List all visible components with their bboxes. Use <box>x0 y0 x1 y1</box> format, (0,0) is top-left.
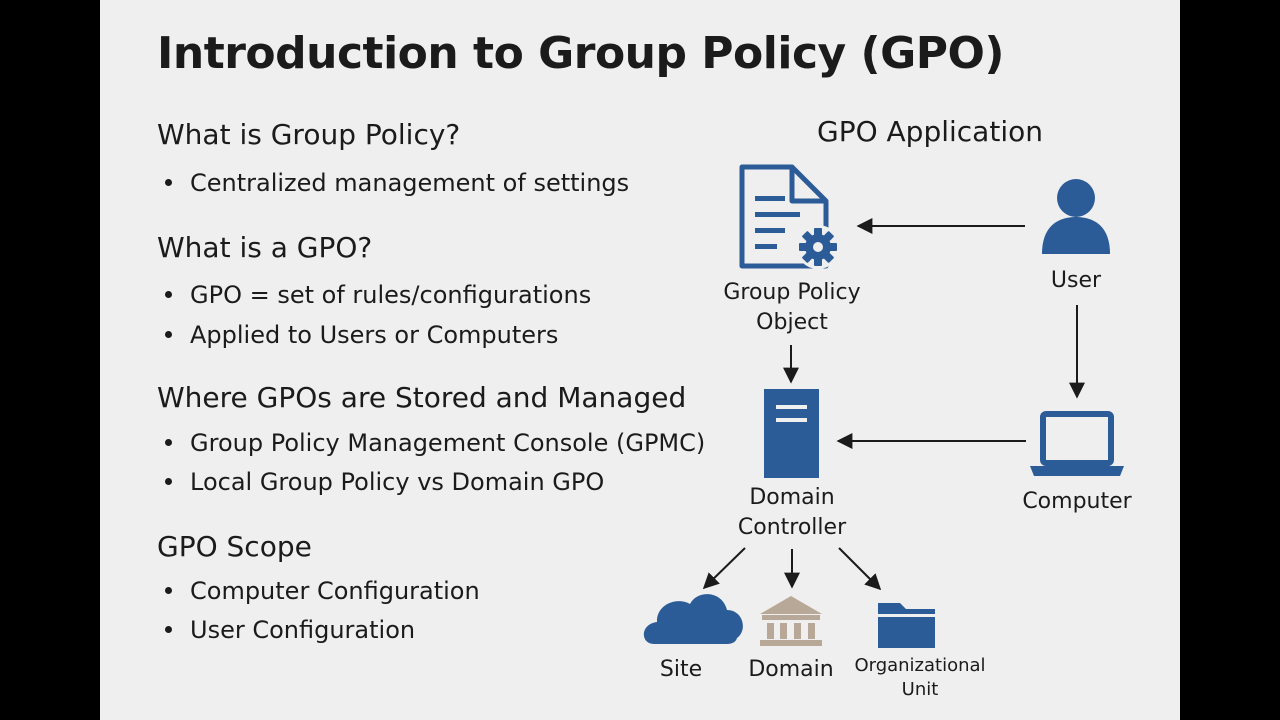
building-icon <box>760 596 822 646</box>
heading-what-is-a-gpo: What is a GPO? <box>157 231 373 264</box>
arrow-dc-to-site <box>702 547 746 590</box>
server-icon <box>764 389 819 478</box>
user-icon <box>1042 179 1110 254</box>
domain-label: Domain <box>748 657 834 682</box>
user-label: User <box>1050 268 1102 293</box>
bullet-dot <box>165 178 172 186</box>
slide: Introduction to Group Policy (GPO) What … <box>100 0 1180 720</box>
bullet-dot <box>165 625 172 633</box>
document-gear-icon <box>739 164 840 269</box>
bullet-dot <box>165 477 172 485</box>
bullet-item: Applied to Users or Computers <box>165 321 558 349</box>
gpo-label: Group Policy Object <box>723 280 861 335</box>
diagram-title: GPO Application <box>817 115 1043 148</box>
ou-label: Organizational Unit <box>854 655 986 700</box>
bullet-item: Local Group Policy vs Domain GPO <box>165 468 604 496</box>
bullet-item: Group Policy Management Console (GPMC) <box>165 429 705 457</box>
cloud-icon <box>643 594 743 644</box>
heading-what-is-group-policy: What is Group Policy? <box>157 118 461 151</box>
bullet-item: GPO = set of rules/configurations <box>165 281 591 309</box>
dc-label: Domain Controller <box>737 485 847 540</box>
bullet-dot <box>165 290 172 298</box>
bullet-item: Centralized management of settings <box>165 169 629 197</box>
gpo-diagram <box>643 164 1124 648</box>
heading-gpo-scope: GPO Scope <box>157 530 312 563</box>
bullet-dot <box>165 586 172 594</box>
laptop-icon <box>1030 411 1124 476</box>
heading-where-stored: Where GPOs are Stored and Managed <box>157 381 687 414</box>
slide-title: Introduction to Group Policy (GPO) <box>157 28 1005 79</box>
computer-label: Computer <box>1022 489 1132 514</box>
bullet-item: Computer Configuration <box>165 577 480 605</box>
folder-icon <box>878 603 935 648</box>
arrow-dc-to-ou <box>838 547 882 591</box>
bullet-dot <box>165 438 172 446</box>
site-label: Site <box>659 657 703 682</box>
bullet-item: User Configuration <box>165 616 415 644</box>
bullet-dot <box>165 330 172 338</box>
